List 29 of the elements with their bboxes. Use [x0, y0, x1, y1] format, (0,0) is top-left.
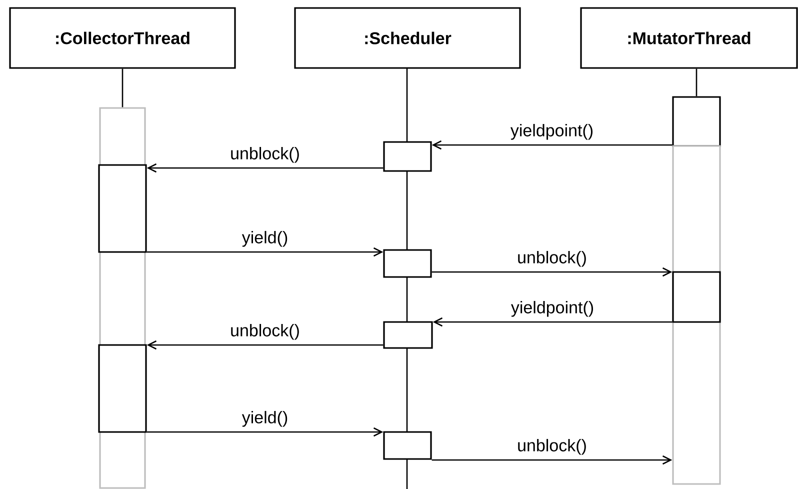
edge-label: yield() [242, 410, 288, 427]
activation-box [383, 321, 433, 349]
activation-box [383, 141, 432, 172]
edge-label: unblock() [518, 250, 586, 267]
edge-label: yield() [242, 230, 288, 247]
message-arrow [146, 163, 384, 173]
message-arrow [432, 140, 672, 150]
message-arrow [146, 340, 384, 350]
activation-box [383, 249, 432, 278]
message-arrow [146, 247, 384, 257]
lifeline [696, 68, 698, 96]
activation-box [672, 271, 721, 323]
message-arrow [146, 427, 384, 437]
message-arrow [432, 267, 672, 277]
activation-box [98, 164, 147, 253]
activation-box [672, 96, 721, 147]
edge-label: yieldpoint() [510, 300, 593, 317]
activation-box [383, 431, 432, 460]
lifeline [122, 68, 124, 108]
object-box: :CollectorThread [9, 7, 236, 69]
message-arrow [432, 317, 672, 327]
activation-box [98, 344, 147, 433]
edge-label: yieldpoint() [510, 124, 592, 140]
message-arrow [432, 455, 672, 465]
edge-label: unblock() [518, 438, 586, 455]
object-box: :Scheduler [294, 7, 521, 69]
edge-label: unblock() [231, 324, 299, 340]
edge-label: unblock() [231, 146, 299, 163]
object-box: :MutatorThread [580, 7, 798, 69]
